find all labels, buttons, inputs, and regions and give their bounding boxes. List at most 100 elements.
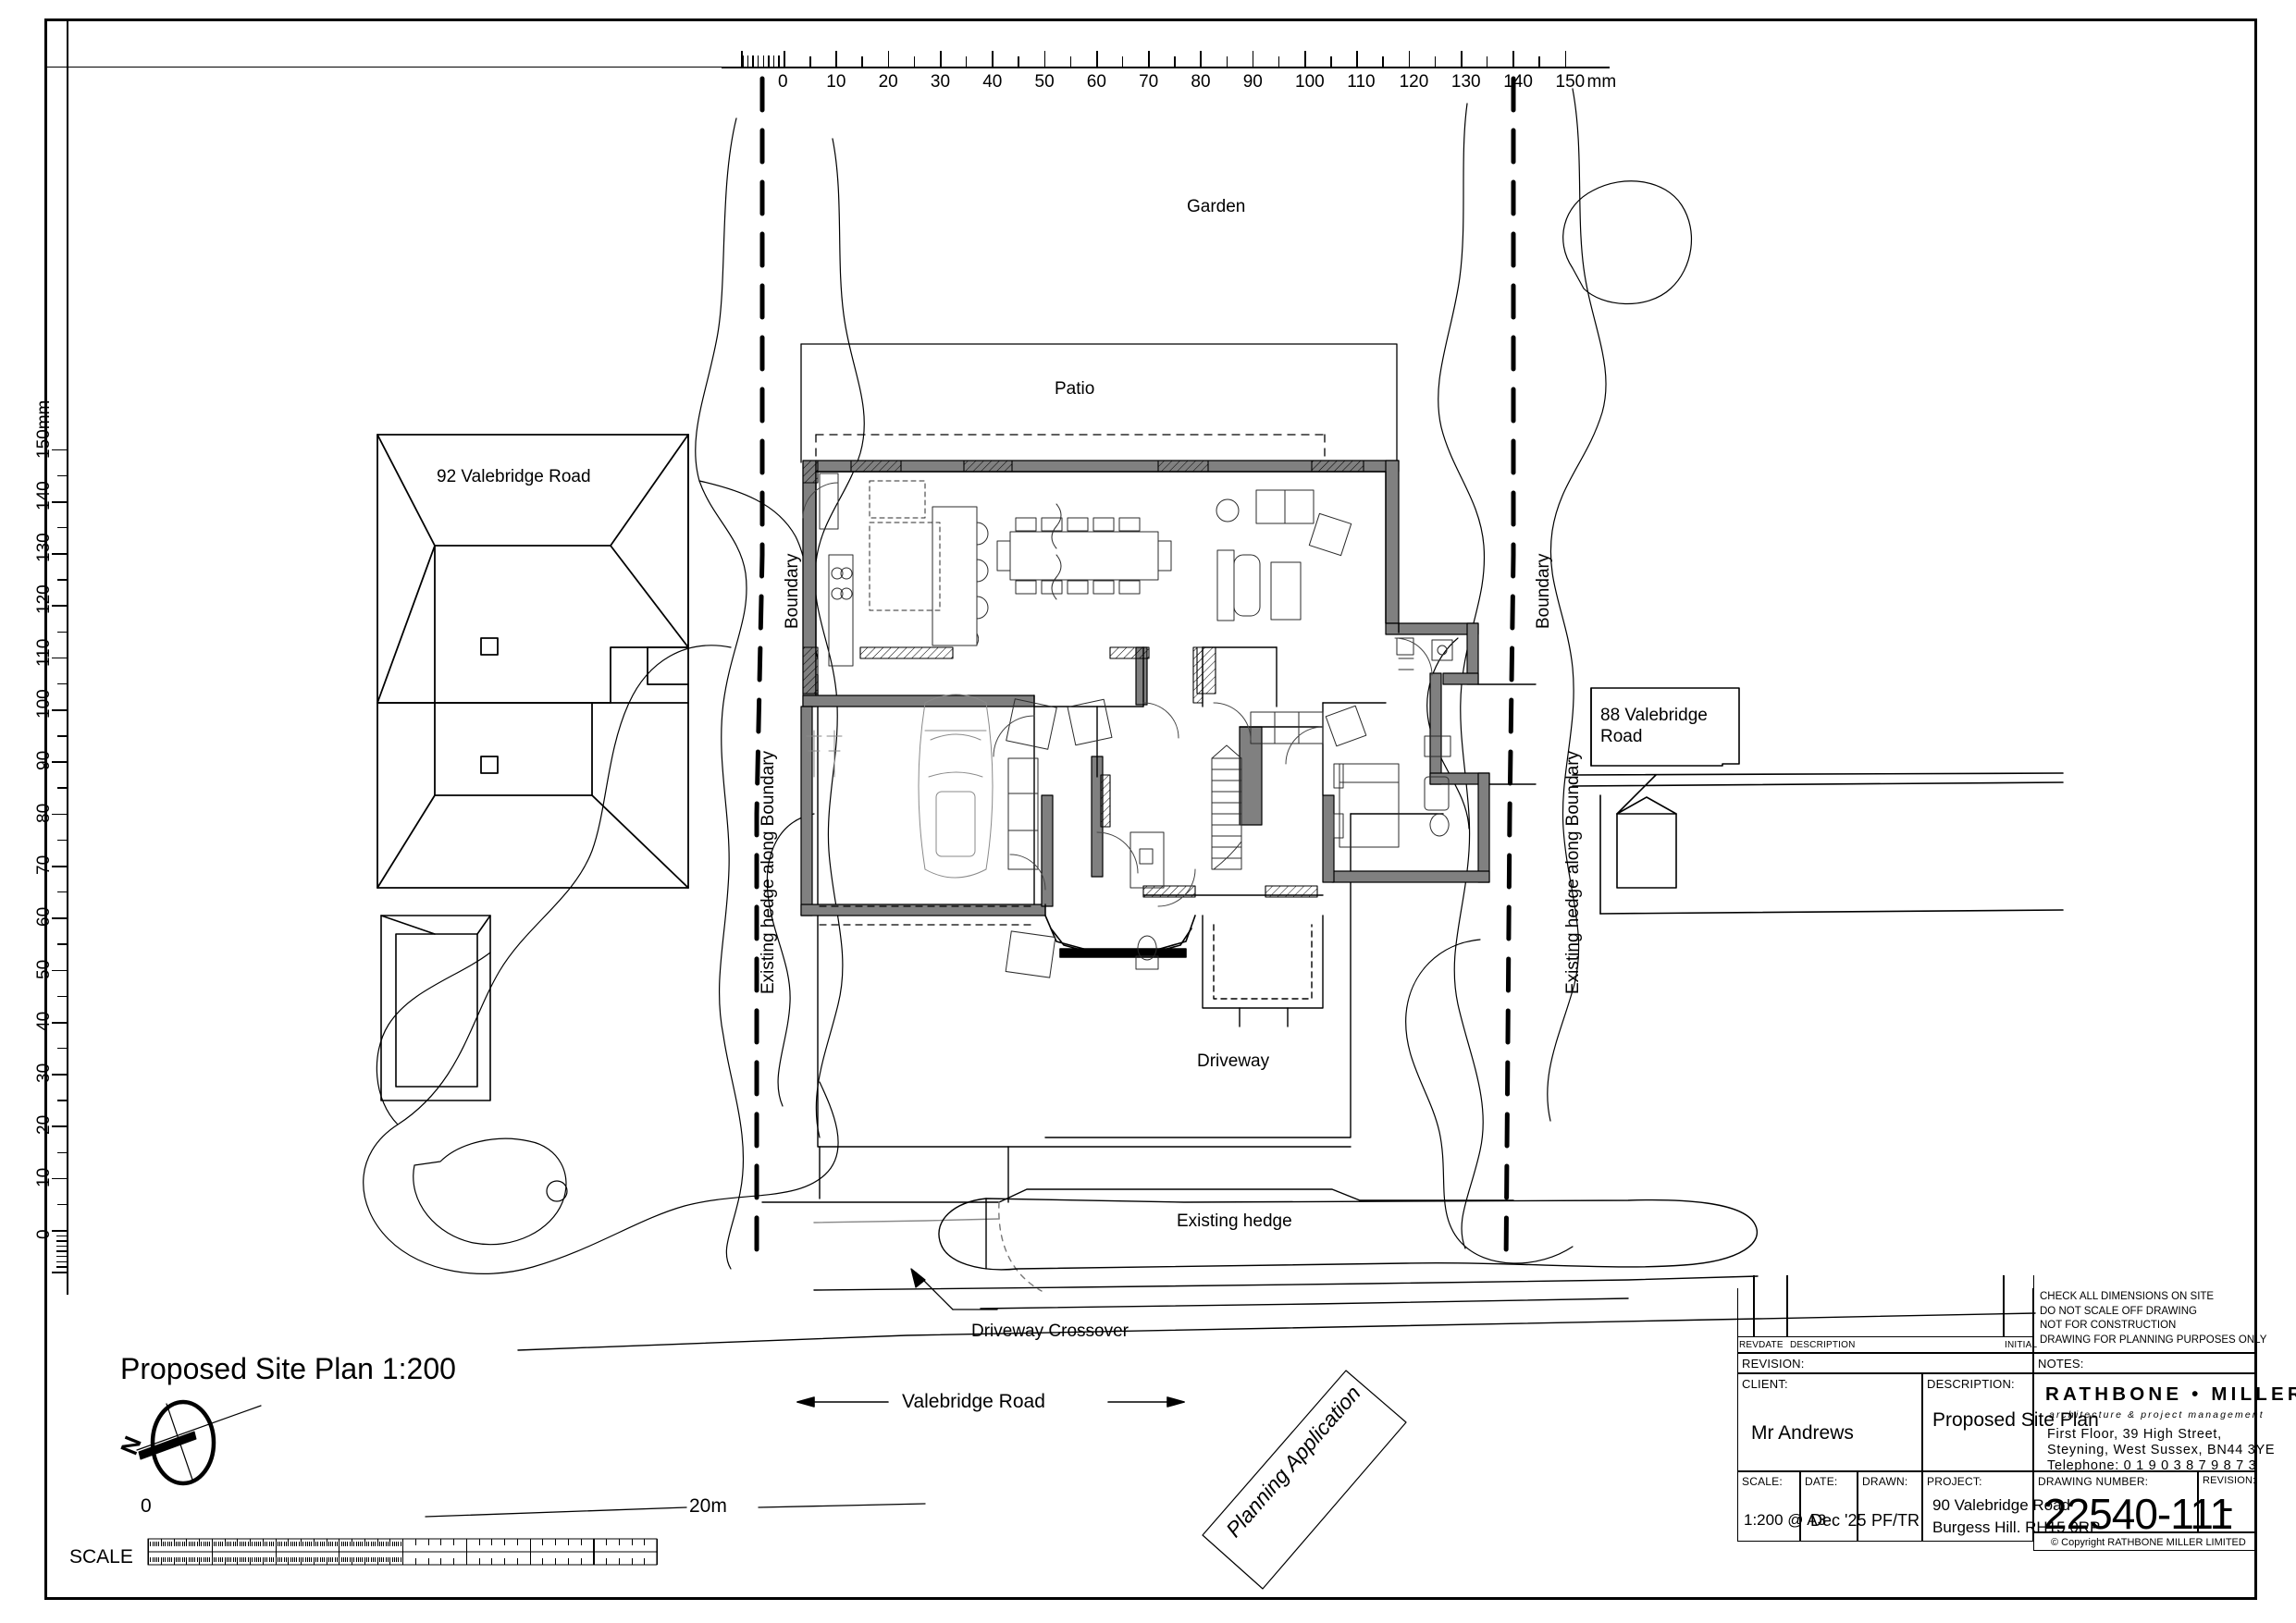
scale-bar-tick (427, 1539, 429, 1545)
scale-bar-fine-tick (366, 1542, 367, 1546)
revision-label-cell: REVISION: (1737, 1353, 2033, 1373)
left-ruler-leader (67, 18, 68, 342)
leader-lines (910, 1268, 998, 1310)
scale-bar-fine-tick (214, 1557, 215, 1562)
left-ruler-minor-tick (57, 631, 68, 633)
top-ruler-major-tick (1304, 51, 1306, 67)
top-ruler-major-tick (1408, 51, 1411, 67)
scale-bar-fine-tick (224, 1557, 226, 1562)
top-ruler-major-tick (1095, 51, 1098, 67)
left-ruler-subtick (56, 1266, 68, 1268)
scale-bar-fine-tick (368, 1542, 370, 1546)
scale-bar-fine-tick (226, 1557, 228, 1562)
scale-bar-tick (453, 1558, 455, 1565)
scale-bar-fine-tick (188, 1542, 190, 1546)
scale-bar-fine-tick (288, 1542, 290, 1546)
top-ruler (722, 41, 1610, 78)
scale-bar-fine-tick (357, 1542, 359, 1546)
scale-bar-tick (504, 1558, 506, 1565)
scale-bar-fine-tick (173, 1542, 175, 1546)
top-ruler-major-tick (1356, 51, 1359, 67)
scale-bar-fine-tick (207, 1557, 209, 1562)
scale-bar-fine-tick (324, 1557, 326, 1562)
scale-bar-fine-tick (247, 1542, 249, 1546)
left-ruler-minor-tick (57, 787, 68, 789)
scale-bar-fine-tick (291, 1542, 293, 1546)
scale-bar-fine-tick (309, 1557, 311, 1562)
scale-bar-fine-tick (355, 1542, 357, 1546)
scale-bar-fine-tick (311, 1557, 313, 1562)
scale-bar-divider (402, 1539, 404, 1565)
left-ruler-baseline (67, 342, 68, 1230)
scale-bar-fine-tick (266, 1542, 268, 1546)
scale-bar-fine-tick (315, 1542, 316, 1546)
scale-bar-fine-tick (385, 1557, 387, 1562)
scale-bar-fine-tick (324, 1542, 326, 1546)
scale-bar-fine-tick (179, 1557, 181, 1562)
scale-bar-fine-tick (313, 1542, 315, 1546)
scale-bar-fine-tick (362, 1557, 364, 1562)
scale-bar-fine-tick (372, 1557, 374, 1562)
scale-bar-divider (593, 1539, 595, 1565)
left-ruler-minor-tick (57, 891, 68, 893)
scale-bar-fine-tick (290, 1542, 291, 1546)
scale-bar-tick (555, 1558, 557, 1565)
scale-bar-fine-tick (319, 1557, 321, 1562)
scale-bar-fine-tick (201, 1542, 203, 1546)
scale-bar-fine-tick (285, 1542, 287, 1546)
scale-bar-fine-tick (273, 1557, 275, 1562)
scale-bar-fine-tick (355, 1557, 357, 1562)
front-hedge (938, 1198, 1759, 1271)
scale-bar-fine-tick (279, 1542, 280, 1546)
scale-bar-tick (606, 1558, 608, 1565)
house-92-valebridge (376, 434, 689, 889)
project-cell: PROJECT: 90 Valebridge Road Burgess Hill… (1922, 1471, 2100, 1542)
scale-bar-fine-tick (204, 1542, 206, 1546)
scale-bar-tick (606, 1539, 608, 1545)
top-ruler-major-tick (1460, 51, 1463, 67)
scale-bar-fine-tick (239, 1557, 241, 1562)
drawn-value: PF/TR (1871, 1511, 1920, 1530)
scale-bar-fine-tick (301, 1557, 302, 1562)
scale-bar-divider (465, 1539, 468, 1565)
scale-bar-fine-tick (298, 1557, 300, 1562)
top-ruler-minor-tick (966, 56, 968, 67)
left-ruler-major-tick (52, 1074, 68, 1076)
top-ruler-tick-label: 50 (1034, 72, 1055, 92)
scale-bar-fine-tick (317, 1557, 319, 1562)
scale-bar-fine-tick (393, 1542, 395, 1546)
left-ruler-minor-tick (57, 474, 68, 477)
top-ruler-tick-label: 60 (1086, 72, 1106, 92)
top-ruler-major-tick (1043, 51, 1046, 67)
scale-bar-fine-tick (336, 1557, 338, 1562)
note-line-4: DRAWING FOR PLANNING PURPOSES ONLY (2040, 1334, 2267, 1346)
left-ruler-tick-label: 20 (34, 1115, 54, 1136)
scale-bar-fine-tick (181, 1542, 183, 1546)
label-boundary-right: Boundary (1534, 553, 1553, 629)
top-ruler-major-tick (1512, 51, 1514, 67)
top-ruler-unit-label: mm (1586, 72, 1617, 92)
label-driveway-crossover: Driveway Crossover (971, 1322, 1129, 1341)
left-ruler-minor-tick (57, 1047, 68, 1050)
scale-bar-fine-tick (171, 1557, 173, 1562)
scale-bar-fine-tick (353, 1557, 355, 1562)
scale-bar-fine-tick (288, 1557, 290, 1562)
drawing-number-heading: DRAWING NUMBER: (2038, 1475, 2149, 1488)
top-ruler-major-tick (939, 51, 942, 67)
label-hedge-along-boundary-right: Existing hedge along Boundary (1563, 750, 1583, 994)
scale-bar-fine-tick (378, 1542, 380, 1546)
scale-bar-fine-tick (362, 1542, 364, 1546)
top-ruler-subtick (778, 55, 780, 67)
scale-bar-fine-tick (253, 1542, 255, 1546)
scale-bar-fine-tick (334, 1542, 336, 1546)
scale-bar-fine-tick (211, 1542, 213, 1546)
house-88-valebridge (1572, 687, 2064, 915)
scale-bar-fine-tick (349, 1557, 351, 1562)
scale-bar-fine-tick (165, 1542, 167, 1546)
scale-bar-fine-tick (243, 1557, 245, 1562)
left-ruler-major-tick (52, 813, 68, 816)
scale-bar-fine-tick (370, 1557, 372, 1562)
label-driveway: Driveway (1197, 1051, 1270, 1071)
scale-bar-tick (618, 1539, 620, 1545)
